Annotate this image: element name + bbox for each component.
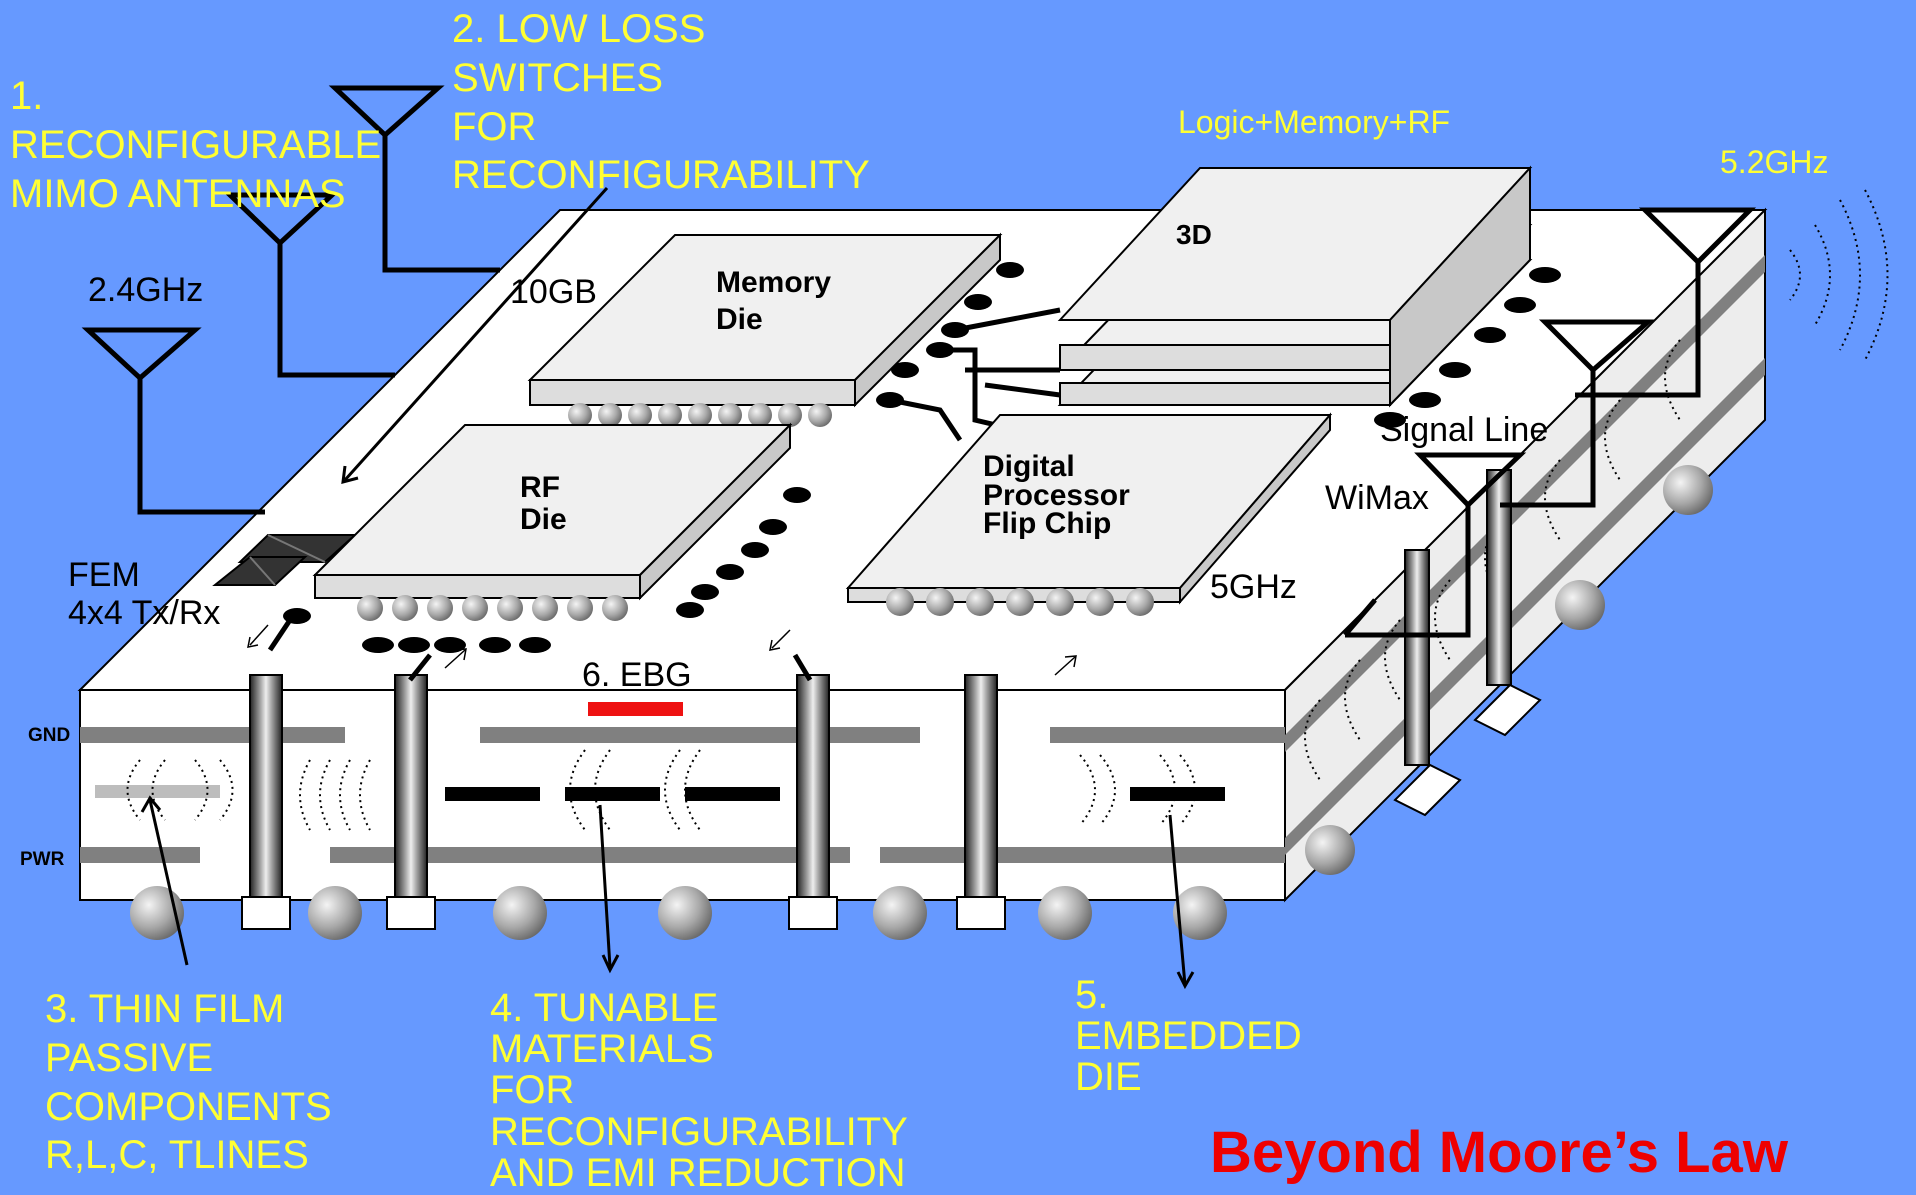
callout-low-loss-switches: 2. LOW LOSS SWITCHES FOR RECONFIGURABILI…: [452, 5, 870, 200]
label-5-2ghz: 5.2GHz: [1720, 143, 1828, 182]
label-rf-die: RF Die: [520, 472, 567, 535]
label-wimax: WiMax: [1325, 478, 1429, 519]
callout-embedded-die: 5. EMBEDDED DIE: [1075, 975, 1302, 1099]
ebg-bar: [588, 702, 683, 716]
callout-thin-film-passives: 3. THIN FILM PASSIVE COMPONENTS R,L,C, T…: [45, 985, 332, 1180]
page-title: Beyond Moore’s Law: [1210, 1118, 1788, 1189]
label-memory-die: Memory Die: [716, 265, 831, 338]
label-logic-memory-rf: Logic+Memory+RF: [1178, 103, 1450, 142]
callout-reconfigurable-antennas: 1. RECONFIGURABLE MIMO ANTENNAS: [10, 72, 381, 218]
callout-ebg: 6. EBG: [582, 655, 692, 696]
label-pwr: PWR: [20, 848, 64, 871]
label-fem: FEM 4x4 Tx/Rx: [68, 556, 220, 632]
label-2-4ghz: 2.4GHz: [88, 270, 203, 311]
label-3d: 3D: [1176, 218, 1212, 252]
label-digital-processor: Digital Processor Flip Chip: [983, 453, 1130, 539]
label-10gb: 10GB: [510, 272, 597, 313]
label-gnd: GND: [28, 724, 70, 747]
thin-film-passive: [95, 785, 220, 798]
tunable-material-bars: [445, 787, 780, 801]
radiation-waves: [1790, 190, 1888, 360]
label-signal-line: Signal Line: [1380, 410, 1548, 451]
callout-tunable-materials: 4. TUNABLE MATERIALS FOR RECONFIGURABILI…: [490, 988, 908, 1194]
embedded-die-bar: [1130, 787, 1225, 801]
label-5ghz: 5GHz: [1210, 567, 1297, 608]
